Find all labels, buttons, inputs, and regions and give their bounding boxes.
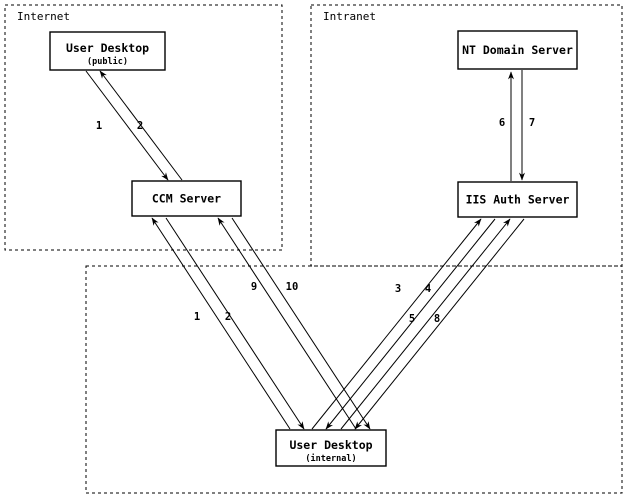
zone-internet: Internet	[4, 4, 283, 251]
node-box-ccm-server[interactable]	[131, 180, 242, 217]
step-label-flow-8: 8	[434, 313, 440, 325]
node-box-user-desktop-public[interactable]	[49, 31, 166, 71]
arrow-flow-9	[217, 217, 357, 430]
step-label-flow-3: 3	[395, 283, 401, 295]
node-subtitle-user-desktop-internal: (internal)	[305, 453, 356, 464]
step-label-flow-1-public: 1	[96, 120, 102, 132]
zone-label-internet: Internet	[17, 10, 70, 23]
step-label-flow-2-public: 2	[137, 120, 143, 132]
step-label-flow-9: 9	[251, 281, 257, 293]
arrow-flow-3	[311, 218, 482, 430]
zone-internal-lan	[85, 265, 623, 494]
step-label-flow-2-internal: 2	[225, 311, 231, 323]
node-title-user-desktop-internal: User Desktop	[289, 438, 372, 452]
node-box-iis-auth-server[interactable]	[457, 181, 578, 218]
node-nt-domain-server[interactable]: NT Domain Server	[457, 30, 578, 70]
arrow-flow-1-public	[85, 70, 169, 181]
arrow-flow-4	[325, 218, 496, 430]
node-iis-auth-server[interactable]: IIS Auth Server	[457, 181, 578, 218]
node-title-nt-domain-server: NT Domain Server	[462, 43, 573, 57]
flow-step-labels: 1 2 1 2 9 10 3 4 5 8 6 7	[96, 117, 535, 325]
zone-boundary-internal-lan	[85, 265, 623, 494]
arrow-flow-5	[340, 218, 511, 430]
step-label-flow-4: 4	[425, 283, 431, 295]
node-box-nt-domain-server[interactable]	[457, 30, 578, 70]
step-label-flow-1-internal: 1	[194, 311, 200, 323]
arrow-flow-8	[354, 218, 525, 430]
node-subtitle-user-desktop-public: (public)	[87, 56, 128, 67]
step-label-flow-5: 5	[409, 313, 415, 325]
node-title-iis-auth-server: IIS Auth Server	[466, 193, 570, 207]
zone-label-intranet: Intranet	[323, 10, 376, 23]
zone-boundary-internet	[4, 4, 283, 251]
node-user-desktop-public[interactable]: User Desktop(public)	[49, 31, 166, 71]
flow-arrows	[85, 70, 525, 430]
step-label-flow-10: 10	[286, 281, 299, 293]
arrow-flow-1-internal	[151, 217, 291, 430]
zone-boundaries: Internet Intranet	[4, 4, 623, 494]
step-label-flow-7: 7	[529, 117, 535, 129]
node-box-user-desktop-internal[interactable]	[275, 429, 387, 467]
node-title-user-desktop-public: User Desktop	[66, 41, 149, 55]
node-user-desktop-internal[interactable]: User Desktop(internal)	[275, 429, 387, 467]
node-title-ccm-server: CCM Server	[152, 192, 221, 206]
arrow-flow-2-internal	[165, 217, 305, 430]
arrow-flow-2-public	[99, 70, 183, 181]
arrow-flow-10	[231, 217, 371, 430]
step-label-flow-6: 6	[499, 117, 505, 129]
node-ccm-server[interactable]: CCM Server	[131, 180, 242, 217]
